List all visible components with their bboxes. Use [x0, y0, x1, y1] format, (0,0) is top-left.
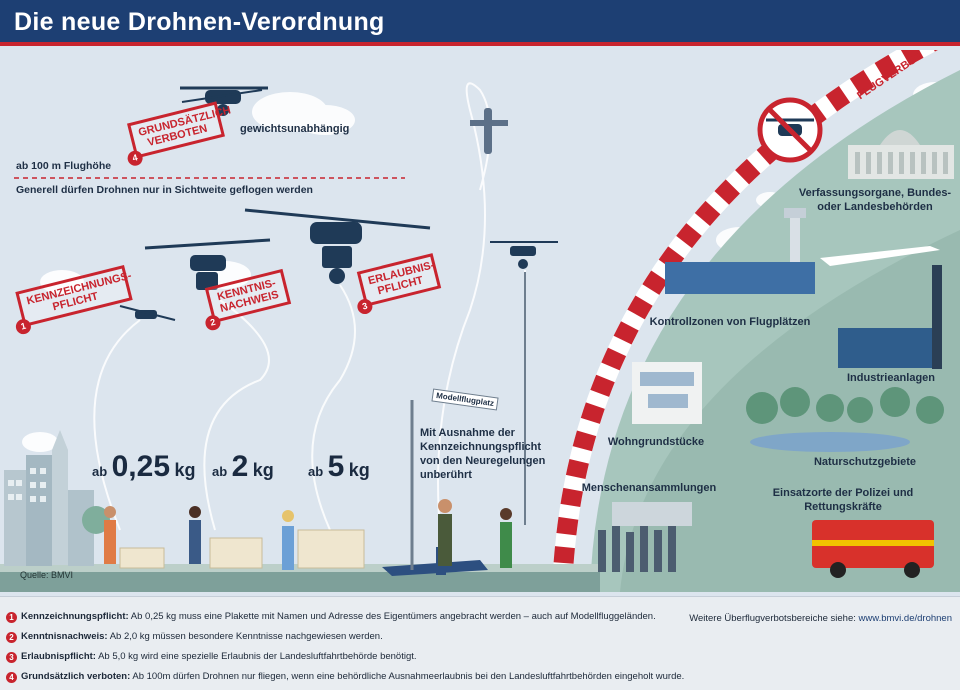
weight-value: 2 [231, 450, 249, 483]
label-industry: Industrieanlagen [846, 372, 936, 384]
footnote-number: 1 [6, 612, 17, 623]
more-info: Weitere Überflugverbotsbereiche siehe: w… [689, 613, 952, 624]
weight-prefix: ab [92, 464, 108, 479]
drone-icon-025 [119, 305, 176, 321]
scene-graphics [0, 50, 960, 592]
source-label: Quelle: BMVI [20, 570, 74, 580]
header-bar: Die neue Drohnen-Verordnung [0, 0, 960, 46]
weight-unit: kg [174, 460, 196, 480]
label-nature: Naturschutzgebiete [813, 456, 917, 468]
footnote-number: 4 [6, 672, 17, 683]
label-weight-independent: gewichtsunabhängig [240, 123, 350, 135]
label-crowds: Menschenansammlungen [581, 482, 717, 494]
more-info-link[interactable]: www.bmvi.de/drohnen [858, 613, 952, 624]
factory-icon [838, 265, 942, 369]
footnotes: 1 Kennzeichnungspflicht: Ab 0,25 kg muss … [0, 596, 960, 690]
weight-label-025: ab 0,25 kg [92, 450, 195, 484]
label-model-exception: Mit Ausnahme der Kennzeichnungspflicht v… [420, 427, 546, 481]
label-airports: Kontrollzonen von Flugplätzen [649, 316, 811, 328]
footnote-term: Kennzeichnungspflicht: [21, 611, 129, 622]
drone-boxes [119, 529, 365, 569]
people-icons [104, 499, 512, 570]
footnote-text: Ab 2,0 kg müssen besondere Kenntnisse na… [107, 631, 383, 642]
label-police: Einsatzorte der Polizei und Rettungskräf… [772, 487, 914, 513]
footnote-4: 4 Grundsätzlich verboten: Ab 100m dürfen … [6, 671, 684, 683]
weight-label-5: ab 5 kg [308, 450, 370, 484]
footnote-term: Kenntnisnachweis: [21, 631, 108, 642]
model-plane-icon [470, 108, 508, 154]
footnote-term: Grundsätzlich verboten: [21, 671, 131, 682]
drone-icon-model [490, 241, 558, 269]
label-residential: Wohngrundstücke [607, 436, 705, 448]
ground-strip [0, 572, 600, 592]
weight-unit: kg [252, 460, 274, 480]
footnote-number: 2 [6, 632, 17, 643]
footnote-text: Ab 100m dürfen Drohnen nur fliegen, wenn… [130, 671, 685, 682]
footnote-3: 3 Erlaubnispflicht: Ab 5,0 kg wird eine s… [6, 651, 417, 663]
footnote-2: 2 Kenntnisnachweis: Ab 2,0 kg müssen beso… [6, 631, 383, 643]
label-altitude: ab 100 m Flughöhe [16, 160, 112, 172]
city-buildings [4, 430, 110, 566]
footnote-text: Ab 0,25 kg muss eine Plakette mit Namen … [128, 611, 656, 622]
footnote-number: 3 [6, 652, 17, 663]
illustration-scene: GRUNDSÄTZLICH VERBOTEN 4 KENNZEICHNUNGS-… [0, 50, 960, 592]
no-drone-sign-icon [757, 97, 823, 163]
label-line-of-sight: Generell dürfen Drohnen nur in Sichtweit… [16, 184, 313, 196]
weight-unit: kg [348, 460, 370, 480]
government-building-icon [848, 130, 954, 179]
more-info-text: Weitere Überflugverbotsbereiche siehe: [689, 613, 859, 624]
footnote-1: 1 Kennzeichnungspflicht: Ab 0,25 kg muss … [6, 611, 656, 623]
weight-value: 0,25 [111, 450, 171, 483]
weight-label-2: ab 2 kg [212, 450, 274, 484]
house-icon [632, 362, 702, 424]
weight-value: 5 [327, 450, 345, 483]
weight-prefix: ab [212, 464, 228, 479]
ambulance-icon [812, 520, 934, 578]
page-title: Die neue Drohnen-Verordnung [14, 8, 385, 36]
drone-icon-top [180, 86, 268, 116]
nature-reserve-icon [746, 387, 944, 452]
weight-prefix: ab [308, 464, 324, 479]
label-authorities: Verfassungsorgane, Bundes- oder Landesbe… [798, 187, 952, 213]
airport-icon [665, 208, 940, 294]
crowd-icon [598, 502, 692, 572]
drone-icon-2kg [144, 238, 271, 290]
footnote-text: Ab 5,0 kg wird eine spezielle Erlaubnis … [95, 651, 417, 662]
drone-icon-5kg [244, 208, 431, 284]
footnote-term: Erlaubnispflicht: [21, 651, 96, 662]
